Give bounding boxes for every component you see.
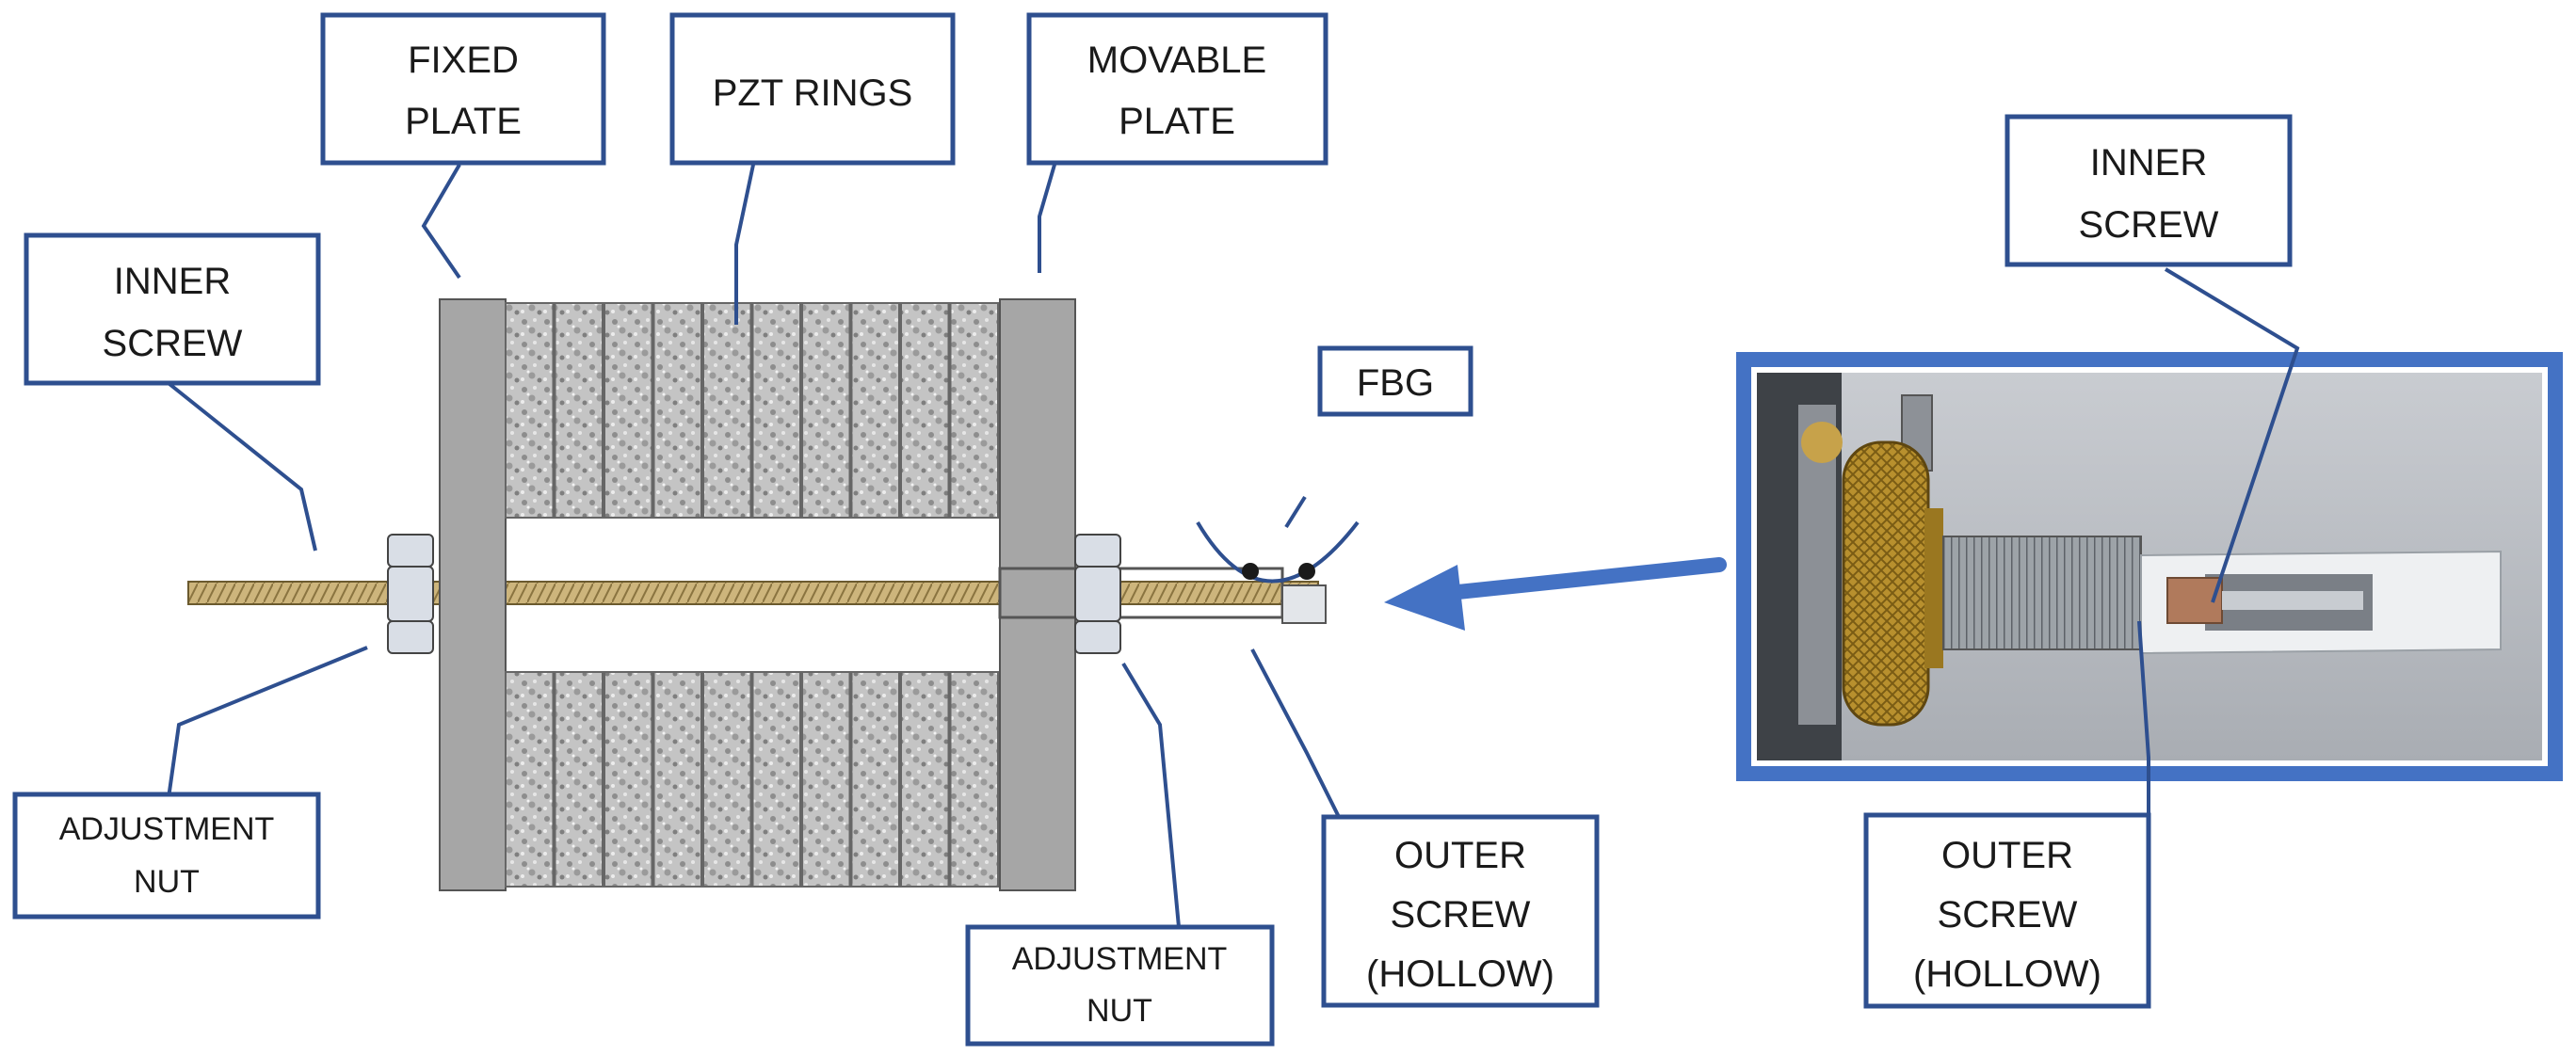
label-inner-screw-left-line1: INNER	[114, 261, 231, 302]
pzt-ring-bottom	[652, 671, 702, 888]
pzt-ring-bottom	[554, 671, 604, 888]
adjustment-nut-right	[1074, 534, 1121, 654]
label-movable-plate-line2: PLATE	[1119, 101, 1235, 142]
label-adjustment-nut-left-line1: ADJUSTMENT	[59, 811, 275, 847]
photo-panel	[1736, 352, 2563, 781]
label-outer-screw-photo: OUTER SCREW (HOLLOW)	[1863, 812, 2151, 1009]
label-inner-screw-photo-line2: SCREW	[2079, 204, 2219, 246]
pzt-ring-bottom	[850, 671, 900, 888]
inner-screw-rod	[187, 581, 1319, 605]
pzt-rings-bottom	[505, 671, 999, 888]
pzt-ring-top	[702, 302, 752, 519]
outer-screw-end	[1281, 584, 1327, 624]
label-adjustment-nut-right-line1: ADJUSTMENT	[1012, 941, 1228, 977]
pzt-ring-bottom	[801, 671, 851, 888]
label-fixed-plate-line1: FIXED	[408, 40, 519, 81]
label-inner-screw-photo-line1: INNER	[2090, 142, 2207, 184]
pzt-ring-top	[850, 302, 900, 519]
fbg-fiber	[1196, 520, 1360, 584]
label-outer-screw-left: OUTER SCREW (HOLLOW)	[1321, 814, 1600, 1008]
label-inner-screw-photo: INNER SCREW	[2004, 114, 2293, 267]
arrow-shaft	[1424, 557, 1727, 602]
fbg-glue-dot-left	[1242, 563, 1259, 580]
label-fbg: FBG	[1317, 345, 1473, 417]
pzt-ring-top	[505, 302, 555, 519]
svg-text:FBG: FBG	[1357, 362, 1434, 404]
pzt-ring-bottom	[604, 671, 653, 888]
label-outer-screw-left-line3: (HOLLOW)	[1366, 953, 1554, 995]
svg-text:PZT RINGS: PZT RINGS	[713, 72, 913, 114]
label-movable-plate-line1: MOVABLE	[1087, 40, 1266, 81]
pzt-ring-top	[554, 302, 604, 519]
label-adjustment-nut-left: ADJUSTMENT NUT	[12, 792, 321, 920]
label-outer-screw-photo-line1: OUTER	[1941, 835, 2073, 876]
pzt-ring-top	[751, 302, 801, 519]
pzt-rings-top	[505, 302, 999, 519]
fixed-plate	[439, 298, 507, 891]
pzt-ring-top	[652, 302, 702, 519]
pzt-ring-top	[949, 302, 999, 519]
label-adjustment-nut-right-line2: NUT	[1087, 993, 1152, 1029]
photo-brass-knob	[1842, 440, 1930, 727]
label-adjustment-nut-left-line2: NUT	[134, 864, 200, 900]
adjustment-nut-left	[387, 534, 434, 654]
label-fixed-plate: FIXED PLATE	[320, 12, 606, 166]
label-pzt-rings-line1: PZT RINGS	[713, 72, 913, 114]
label-outer-screw-photo-line3: (HOLLOW)	[1913, 953, 2101, 995]
movable-plate	[999, 298, 1076, 891]
label-fixed-plate-line2: PLATE	[405, 101, 522, 142]
label-adjustment-nut-right: ADJUSTMENT NUT	[965, 924, 1275, 1047]
label-inner-screw-left: INNER SCREW	[24, 232, 321, 386]
pzt-ring-bottom	[900, 671, 950, 888]
label-inner-screw-left-line2: SCREW	[103, 323, 243, 364]
fbg-glue-dot-right	[1298, 563, 1315, 580]
label-outer-screw-left-line2: SCREW	[1391, 894, 1531, 936]
pzt-ring-bottom	[949, 671, 999, 888]
pzt-ring-top	[801, 302, 851, 519]
photo-outer-screw	[1942, 536, 2142, 650]
label-outer-screw-left-line1: OUTER	[1394, 835, 1526, 876]
arrow-head-icon	[1384, 565, 1465, 631]
pzt-ring-bottom	[505, 671, 555, 888]
pzt-ring-bottom	[702, 671, 752, 888]
leader-lines	[166, 163, 2300, 928]
label-movable-plate: MOVABLE PLATE	[1026, 12, 1328, 166]
pzt-ring-top	[604, 302, 653, 519]
label-pzt-rings: PZT RINGS	[669, 12, 956, 166]
label-outer-screw-photo-line2: SCREW	[1938, 894, 2078, 936]
pzt-ring-bottom	[751, 671, 801, 888]
label-fbg-line1: FBG	[1357, 362, 1434, 404]
pzt-ring-top	[900, 302, 950, 519]
